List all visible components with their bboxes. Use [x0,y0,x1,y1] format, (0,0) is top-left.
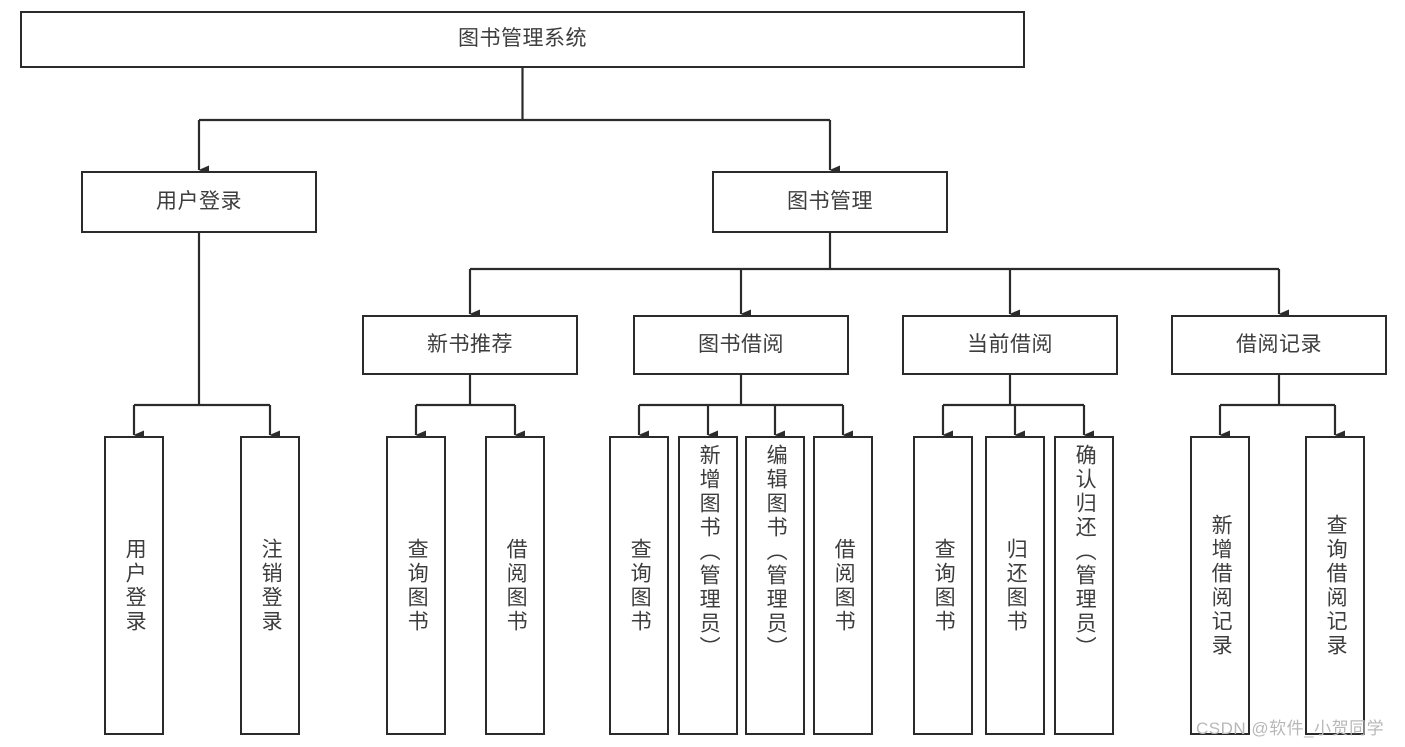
node-label: 注销登录 [259,537,283,634]
node-leaf-user-logout[interactable]: 注销登录 [240,436,300,735]
node-label: 编辑图书（管理员） [764,444,788,660]
node-leaf-add-record[interactable]: 新增借阅记录 [1190,436,1250,735]
node-leaf-query-book-cur[interactable]: 查询图书 [913,436,973,735]
node-leaf-add-book[interactable]: 新增图书（管理员） [678,436,738,735]
node-book-manage[interactable]: 图书管理 [712,171,948,233]
node-label: 新增图书（管理员） [697,444,721,660]
node-label: 用户登录 [156,189,242,213]
node-leaf-return-book[interactable]: 归还图书 [985,436,1045,735]
node-label: 查询借阅记录 [1324,513,1348,658]
node-label: 查询图书 [628,537,652,634]
node-leaf-query-book[interactable]: 查询图书 [609,436,669,735]
node-label: 新书推荐 [427,332,513,356]
node-label: 借阅图书 [832,537,856,634]
node-leaf-confirm-return[interactable]: 确认归还（管理员） [1054,436,1114,735]
node-label: 归还图书 [1004,537,1028,634]
node-new-book-rec[interactable]: 新书推荐 [362,315,578,375]
node-book-borrow[interactable]: 图书借阅 [633,315,849,375]
node-label: 图书借阅 [698,332,784,356]
node-leaf-borrow-book[interactable]: 借阅图书 [813,436,873,735]
node-label: 借阅记录 [1236,332,1322,356]
node-label: 借阅图书 [504,537,528,634]
node-label: 查询图书 [932,537,956,634]
node-label: 当前借阅 [967,332,1053,356]
node-leaf-borrow-book-rec[interactable]: 借阅图书 [485,436,545,735]
node-label: 查询图书 [405,537,429,634]
node-current-borrow[interactable]: 当前借阅 [902,315,1118,375]
node-root[interactable]: 图书管理系统 [20,11,1025,68]
node-label: 用户登录 [123,537,147,634]
node-label: 图书管理 [787,189,873,213]
node-leaf-query-book-rec[interactable]: 查询图书 [386,436,446,735]
node-label: 图书管理系统 [458,27,587,51]
node-leaf-edit-book[interactable]: 编辑图书（管理员） [745,436,805,735]
node-leaf-query-record[interactable]: 查询借阅记录 [1305,436,1365,735]
node-label: 确认归还（管理员） [1073,444,1097,660]
node-user-login[interactable]: 用户登录 [81,171,317,233]
node-leaf-user-login[interactable]: 用户登录 [104,436,164,735]
node-label: 新增借阅记录 [1209,513,1233,658]
node-borrow-record[interactable]: 借阅记录 [1171,315,1387,375]
